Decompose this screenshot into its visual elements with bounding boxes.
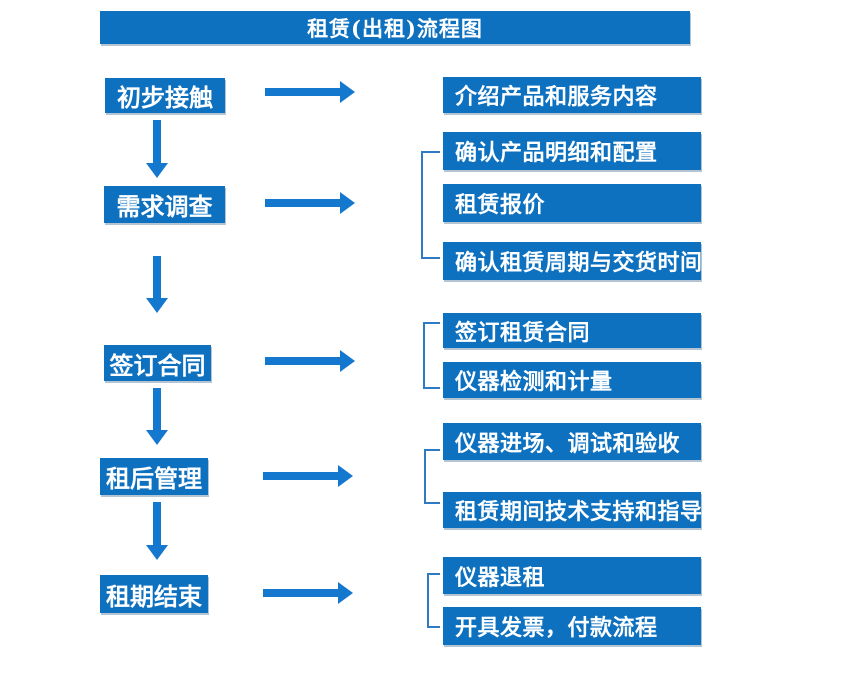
- arrow-right-icon: [265, 192, 355, 214]
- arrow-right-icon: [263, 465, 353, 487]
- arrow-right-icon: [265, 350, 355, 372]
- group-bracket: [424, 449, 440, 504]
- arrow-down-icon: [146, 388, 168, 445]
- arrow-right-icon: [265, 81, 355, 103]
- group-bracket: [427, 573, 440, 628]
- diagram-title: 租赁(出租)流程图: [100, 11, 690, 44]
- step-box-sign-contract: 签订合同: [104, 345, 211, 381]
- output-box-instrument-testing-metering: 仪器检测和计量: [443, 362, 701, 398]
- output-box-instrument-setup-acceptance: 仪器进场、调试和验收: [443, 423, 701, 460]
- arrow-right-icon: [263, 582, 353, 604]
- output-box-confirm-rental-period-delivery: 确认租赁周期与交货时间: [443, 242, 702, 280]
- arrow-down-icon: [146, 502, 168, 560]
- step-box-demand-survey: 需求调查: [104, 186, 225, 223]
- output-box-instrument-return: 仪器退租: [443, 557, 701, 594]
- step-box-post-rental-management: 租后管理: [100, 458, 208, 495]
- step-box-rental-end: 租期结束: [100, 575, 208, 613]
- output-box-confirm-product-details: 确认产品明细和配置: [443, 132, 701, 170]
- output-box-rental-quotation: 租赁报价: [443, 184, 701, 222]
- group-bracket: [421, 151, 440, 259]
- output-box-invoice-payment-process: 开具发票，付款流程: [443, 607, 701, 645]
- output-box-technical-support-guidance: 租赁期间技术支持和指导: [443, 492, 702, 528]
- output-box-sign-rental-contract: 签订租赁合同: [443, 313, 701, 348]
- step-box-initial-contact: 初步接触: [105, 78, 225, 113]
- output-box-introduce-products-services: 介绍产品和服务内容: [443, 77, 701, 113]
- group-bracket: [423, 322, 440, 389]
- arrow-down-icon: [146, 120, 168, 178]
- arrow-down-icon: [146, 256, 168, 313]
